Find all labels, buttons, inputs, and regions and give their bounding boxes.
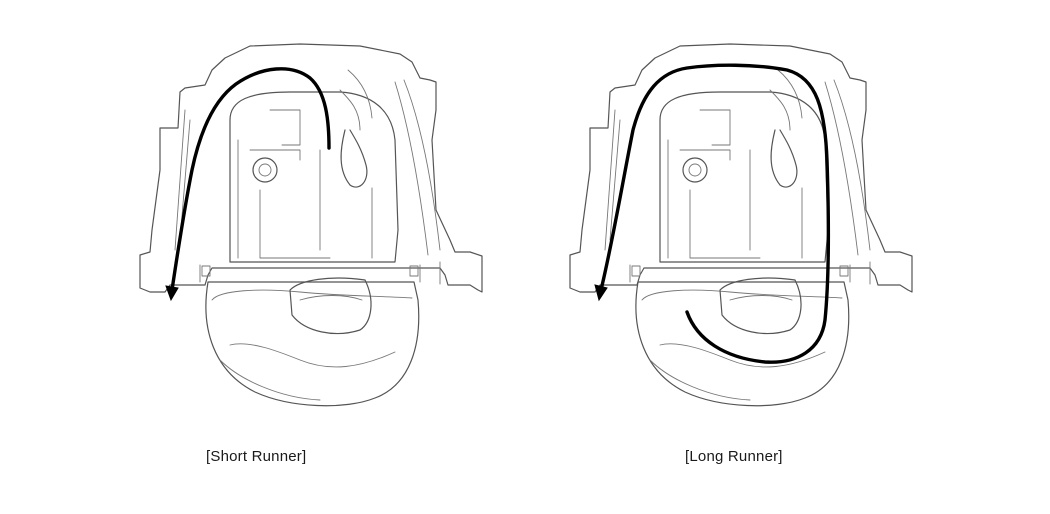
- long-runner-diagram: [569, 43, 913, 407]
- short-runner-arrowhead: [165, 285, 179, 302]
- short-runner-figure: [Short Runner]: [139, 43, 483, 465]
- short-runner-caption: [Short Runner]: [206, 448, 307, 465]
- short-runner-airflow-path: [170, 67, 331, 292]
- intake-manifold-housing: [139, 43, 483, 407]
- intake-manifold-housing: [569, 43, 913, 407]
- short-runner-diagram: [139, 43, 483, 407]
- long-runner-airflow-path: [599, 63, 831, 364]
- long-runner-caption: [Long Runner]: [685, 448, 783, 465]
- long-runner-arrowhead: [594, 284, 608, 302]
- long-runner-figure: [Long Runner]: [525, 0, 1050, 514]
